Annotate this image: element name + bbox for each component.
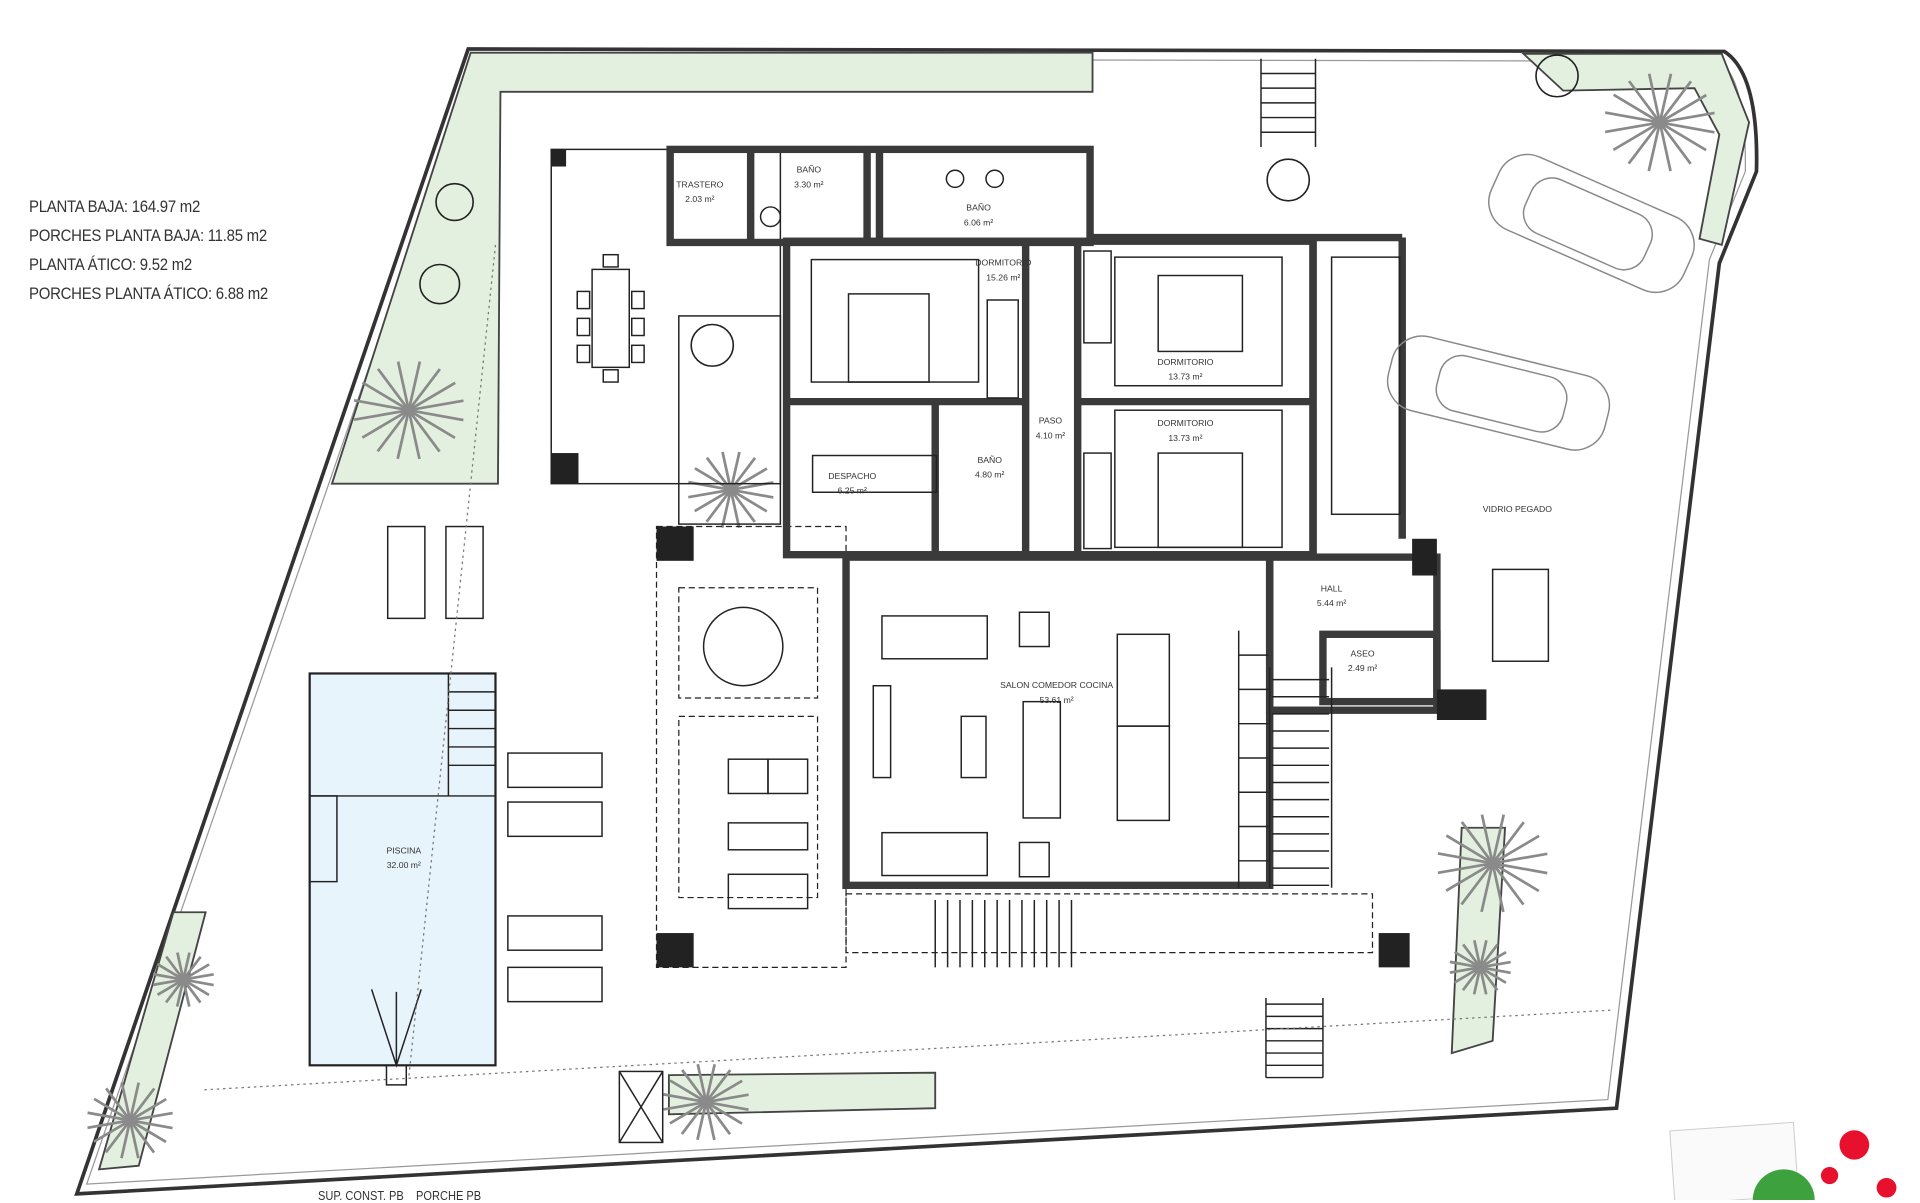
lot-boundary xyxy=(74,47,1759,1196)
room-name: DORMITORIO xyxy=(1157,418,1213,428)
stat-line: PORCHES PLANTA ÁTICO: 6.88 m2 xyxy=(29,284,268,303)
bed xyxy=(1114,256,1283,387)
room-area: 6.25 m² xyxy=(838,486,867,496)
footer-label: SUP. CONST. PB PORCHE PB xyxy=(318,1188,482,1203)
bed xyxy=(1114,409,1283,549)
pool-ladder xyxy=(370,989,422,1086)
sofa xyxy=(881,615,988,660)
sofa xyxy=(1022,700,1062,819)
room-area: 3.30 m² xyxy=(794,179,823,189)
sofa xyxy=(881,831,988,877)
coffee-table xyxy=(960,715,987,779)
porch-dining-table xyxy=(591,268,631,369)
room-label: PISCINA 32.00 m² xyxy=(386,846,421,871)
room-label: BAÑO 4.80 m² xyxy=(975,455,1004,480)
garden-top-right xyxy=(1521,52,1751,247)
stat-line: PORCHES PLANTA BAJA: 11.85 m2 xyxy=(29,226,267,245)
room-area: 2.03 m² xyxy=(685,194,714,204)
aseo xyxy=(1319,630,1441,706)
room-name: DESPACHO xyxy=(828,471,876,481)
room-name: DORMITORIO xyxy=(975,258,1031,268)
room-area: 53.61 m² xyxy=(1040,695,1074,705)
stat-line: PLANTA BAJA: 164.97 m2 xyxy=(29,197,201,216)
room-label: DORMITORIO 13.73 m² xyxy=(1157,418,1213,443)
sunbeds xyxy=(386,525,603,1003)
room-name: PISCINA xyxy=(386,846,421,856)
room-name: SALON COMEDOR COCINA xyxy=(1000,680,1113,690)
room-label: PASO 4.10 m² xyxy=(1036,416,1065,441)
glass-annotation: VIDRIO PEGADO xyxy=(1483,504,1553,514)
room-name: DORMITORIO xyxy=(1157,357,1213,367)
vent-box xyxy=(618,1070,664,1144)
front-porch xyxy=(845,893,1374,954)
patio xyxy=(678,315,782,525)
bed xyxy=(810,258,980,383)
wardrobe xyxy=(1083,452,1112,550)
pool-steps xyxy=(309,673,496,797)
room-area: 4.10 m² xyxy=(1036,430,1065,440)
desk xyxy=(811,454,938,493)
room-area: 4.80 m² xyxy=(975,470,1004,480)
room-label: DORMITORIO 15.26 m² xyxy=(975,258,1031,283)
shrub-icon xyxy=(419,54,1579,367)
kitchen-island xyxy=(1116,725,1171,822)
room-label: DORMITORIO 13.73 m² xyxy=(1157,357,1213,382)
room-area: 13.73 m² xyxy=(1168,433,1202,443)
room-label: DESPACHO 6.25 m² xyxy=(828,471,876,496)
room-name: PASO xyxy=(1039,416,1063,426)
car-icon xyxy=(1386,153,1695,451)
staircase xyxy=(1237,630,1333,888)
room-label: BAÑO 6.06 m² xyxy=(964,203,993,228)
room-area: 13.73 m² xyxy=(1168,372,1202,382)
stat-line: PLANTA ÁTICO: 9.52 m2 xyxy=(29,255,192,274)
wardrobe xyxy=(986,299,1019,399)
dining-table xyxy=(1116,633,1171,727)
room-area: 6.06 m² xyxy=(964,217,993,227)
room-label: SALON COMEDOR COCINA 53.61 m² xyxy=(1000,680,1113,705)
area-summary: PLANTA BAJA: 164.97 m2 PORCHES PLANTA BA… xyxy=(29,192,268,308)
room-name: HALL xyxy=(1321,583,1343,593)
room-label: ASEO 2.49 m² xyxy=(1348,648,1377,673)
room-label: BAÑO 3.30 m² xyxy=(794,165,823,190)
round-table xyxy=(702,606,784,687)
room-area: 5.44 m² xyxy=(1317,598,1346,608)
garden-top-left xyxy=(330,51,1094,485)
room-area: 32.00 m² xyxy=(387,860,421,870)
room-area: 15.26 m² xyxy=(986,272,1020,282)
garden-bottom-center xyxy=(667,1071,937,1116)
pool-bench xyxy=(308,795,338,883)
room-name: ASEO xyxy=(1351,648,1375,658)
entrance-stairs xyxy=(1491,568,1550,662)
room-label: HALL 5.44 m² xyxy=(1317,583,1346,608)
room-area: 2.49 m² xyxy=(1348,663,1377,673)
wardrobe xyxy=(1083,250,1112,344)
company-logo xyxy=(1669,1121,1897,1200)
room-name: BAÑO xyxy=(797,165,822,175)
palm-tree-icon xyxy=(87,73,1715,1159)
garden-right xyxy=(1450,826,1507,1055)
garden-bottom-left xyxy=(97,911,207,1171)
setback-line xyxy=(204,244,1611,1091)
living-room xyxy=(842,553,1274,889)
room-name: BAÑO xyxy=(966,203,991,213)
room-name: TRASTERO xyxy=(676,179,723,189)
room-label: TRASTERO 2.03 m² xyxy=(676,179,723,204)
room-name: BAÑO xyxy=(977,455,1002,465)
